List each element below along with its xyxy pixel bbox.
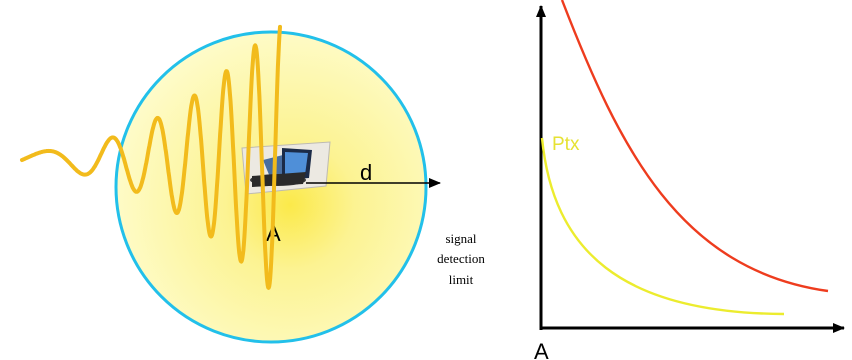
- detection-limit-line: signal: [445, 231, 476, 246]
- upper-decay-curve: [560, 0, 829, 293]
- radius-label: d: [360, 160, 372, 185]
- left-diagram: d A signal detection limit: [20, 24, 485, 344]
- ptx-label: Ptx: [552, 134, 580, 155]
- origin-label: A: [534, 339, 549, 360]
- lower-decay-curve: [540, 137, 785, 316]
- signal-wave: [20, 24, 282, 290]
- detection-limit-line: detection: [437, 251, 485, 266]
- right-graph: Ptx A: [534, 0, 845, 360]
- detection-limit-line: limit: [449, 272, 474, 287]
- detection-limit-label: signal detection limit: [437, 231, 485, 287]
- laptop-icon: [241, 141, 331, 195]
